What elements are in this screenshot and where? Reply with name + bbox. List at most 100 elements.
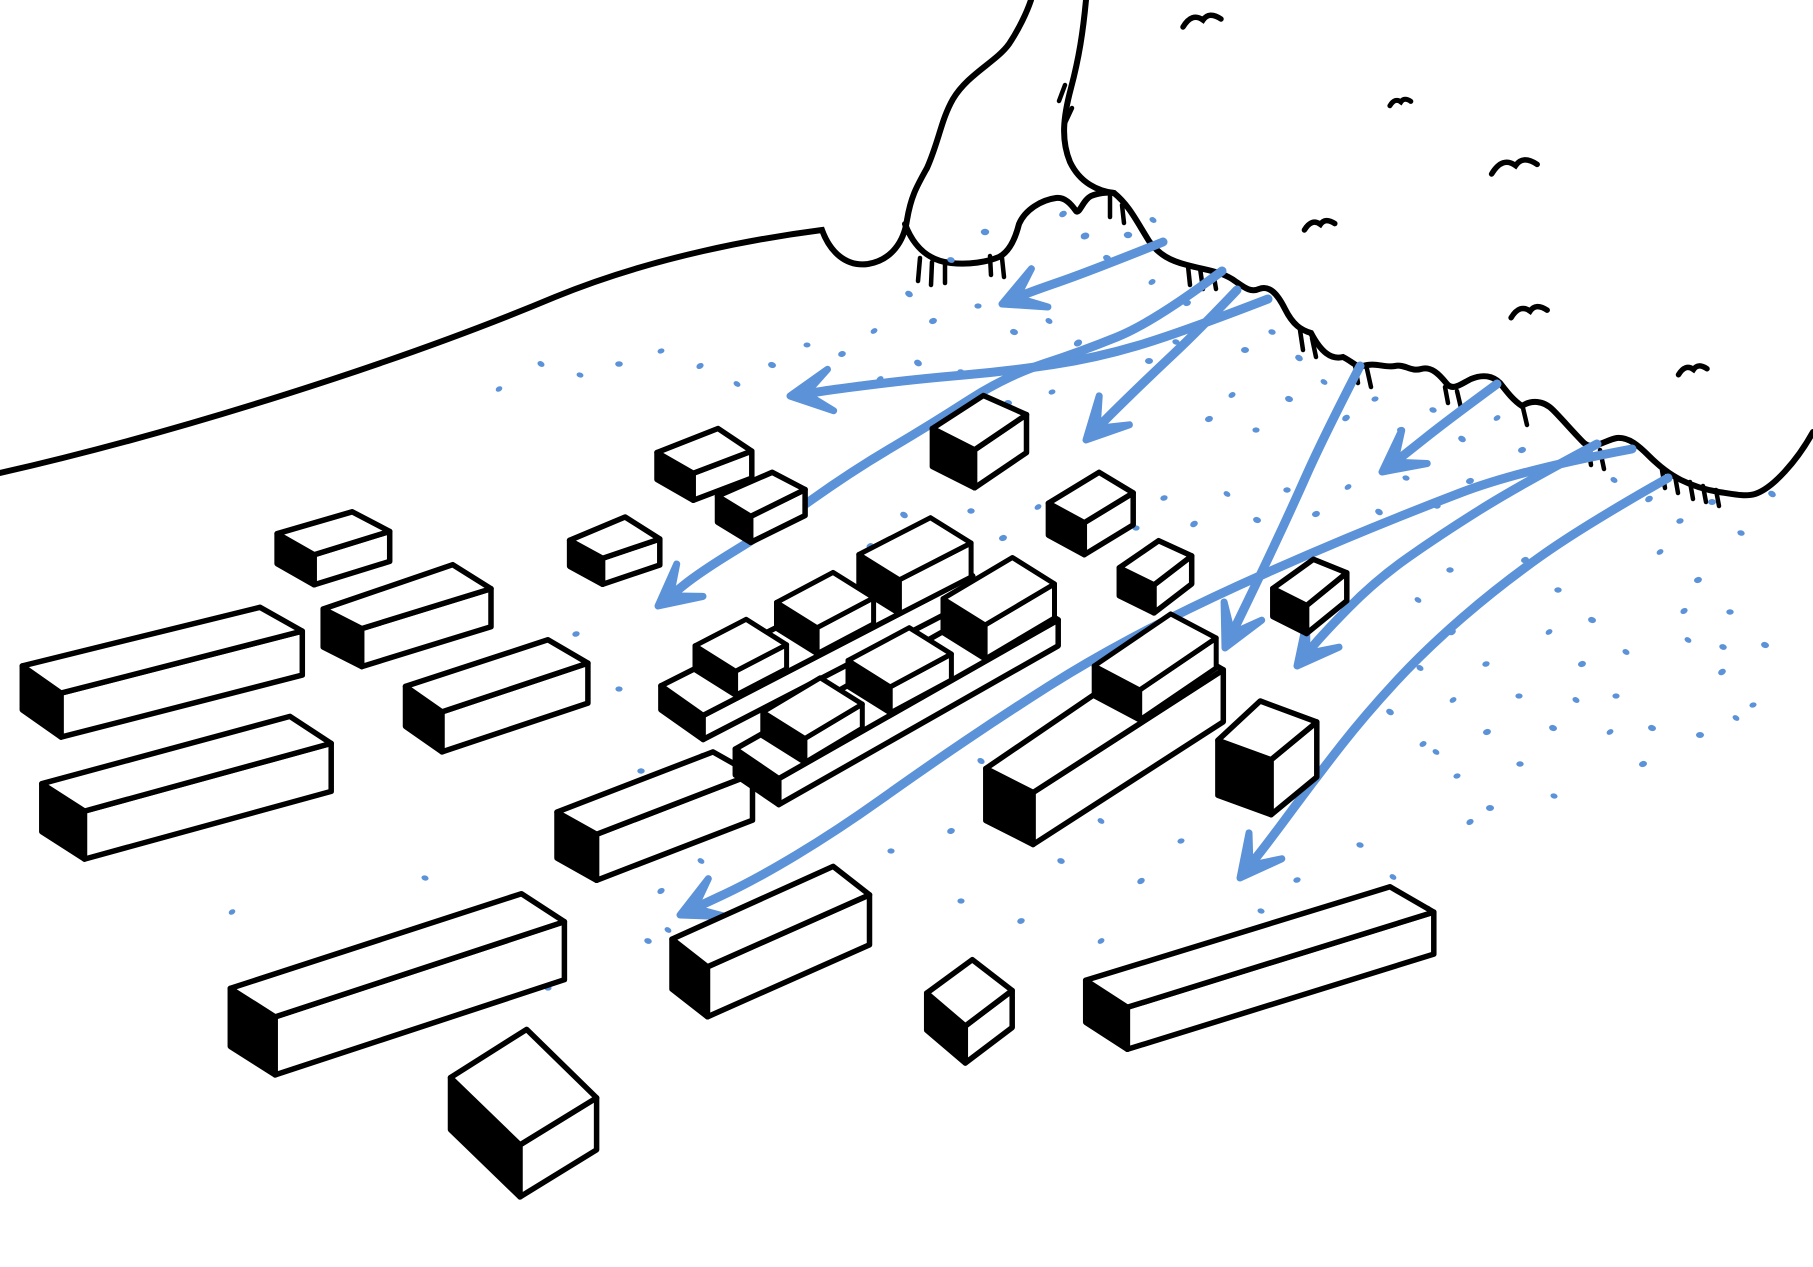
runoff-dot (1622, 649, 1630, 655)
flow-arrow (654, 266, 1227, 610)
step-roof-face (774, 569, 877, 631)
runoff-dot (1676, 518, 1684, 524)
runoff-dot (999, 534, 1007, 542)
runoff-dot (1223, 491, 1231, 497)
runoff-dot (1344, 484, 1352, 490)
runoff-dot (1253, 516, 1261, 524)
runoff-dot (1017, 918, 1025, 924)
building-roof-face (447, 1026, 600, 1148)
grass-hatch-tick (1672, 473, 1681, 496)
runoff-dot (1123, 231, 1133, 239)
runoff-dot (615, 361, 623, 367)
flow-arrow-shaft (684, 444, 1637, 916)
runoff-dot (1073, 339, 1083, 347)
runoff-dot (1768, 490, 1776, 498)
runoff-dot (1057, 858, 1065, 864)
runoff-dot (615, 686, 623, 692)
grass-hatch-tick (1185, 263, 1193, 288)
building (929, 392, 1030, 491)
building (39, 713, 334, 862)
runoff-dot (1545, 629, 1553, 635)
runoff-dot (1458, 435, 1466, 443)
runoff-dot (1177, 838, 1185, 844)
grass-hatch-tick (1056, 82, 1068, 104)
building-roof-face (402, 637, 591, 715)
grass-hatch-tick (1442, 384, 1451, 406)
runoff-dot (733, 381, 741, 387)
runoff-dot (1293, 877, 1301, 883)
flow-arrow (1236, 473, 1673, 882)
runoff-dot (1708, 499, 1716, 505)
arrows-group (654, 237, 1673, 921)
runoff-dot (1694, 576, 1702, 584)
runoff-dot (1432, 749, 1440, 755)
runoff-dot (1145, 358, 1153, 364)
flow-arrow-shaft (661, 266, 1227, 605)
building (923, 956, 1015, 1066)
step-roof-face (1091, 611, 1219, 693)
runoff-dot (228, 909, 236, 915)
runoff-dot (696, 362, 704, 370)
flow-arrow-shaft (1298, 439, 1602, 663)
runoff-dot (1295, 354, 1303, 362)
runoff-dot (947, 828, 955, 834)
building (274, 509, 393, 588)
runoff-dot (1732, 715, 1740, 721)
runoff-dot (1389, 874, 1397, 880)
flow-arrowhead (1236, 829, 1286, 882)
runoff-dot (1190, 520, 1198, 528)
terrain-group (0, 0, 1813, 509)
runoff-dot (929, 317, 937, 325)
runoff-dot (1148, 279, 1156, 285)
grass-hatch-tick (1454, 388, 1464, 411)
runoff-dot (1449, 697, 1457, 703)
runoff-dot (1466, 818, 1474, 826)
flow-arrow (1293, 439, 1602, 670)
runoff-dot (657, 348, 665, 354)
building (658, 515, 976, 743)
runoff-dot (1137, 877, 1145, 885)
runoff-dot (1375, 508, 1383, 516)
bird-icon (1488, 157, 1540, 177)
runoff-dot (1680, 607, 1688, 615)
birds-group (1180, 12, 1710, 378)
grass-hatch-tick (1062, 105, 1075, 126)
runoff-dot (1356, 842, 1364, 848)
building (983, 611, 1227, 848)
runoff-dot (1241, 347, 1249, 353)
building-roof-face (1270, 556, 1350, 609)
runoff-dot (1648, 724, 1656, 732)
building (1045, 469, 1136, 558)
runoff-dot (1285, 395, 1293, 403)
building-roof-face (1082, 884, 1437, 1011)
flow-arrow (676, 444, 1637, 921)
runoff-dot (1097, 938, 1105, 944)
cliff-edge (902, 189, 1813, 499)
runoff-dot (1320, 379, 1328, 385)
runoff-dot (1726, 609, 1734, 615)
building-roof-face (39, 713, 334, 814)
grass-hatch-tick (1700, 483, 1709, 505)
bird-icon (1180, 12, 1224, 30)
runoff-dot (1610, 477, 1618, 483)
runoff-dot (1048, 389, 1056, 395)
runoff-dot (1482, 661, 1490, 667)
building (1215, 698, 1320, 818)
runoff-dot (1034, 504, 1042, 510)
runoff-dot (537, 361, 545, 367)
runoff-dot (1097, 818, 1105, 824)
runoff-dot (905, 290, 913, 298)
runoff-dot (1684, 637, 1692, 643)
runoff-dot (1160, 495, 1168, 501)
flow-arrowhead (998, 265, 1052, 311)
building-roof-face (1045, 469, 1136, 526)
runoff-dot (1252, 427, 1260, 433)
runoff-dot (900, 511, 908, 519)
runoff-dot (1466, 477, 1474, 485)
cliff-edge (0, 0, 1034, 476)
flow-arrow (786, 294, 1273, 415)
runoff-dot (1283, 487, 1291, 493)
flow-arrow-shaft (1241, 473, 1673, 875)
